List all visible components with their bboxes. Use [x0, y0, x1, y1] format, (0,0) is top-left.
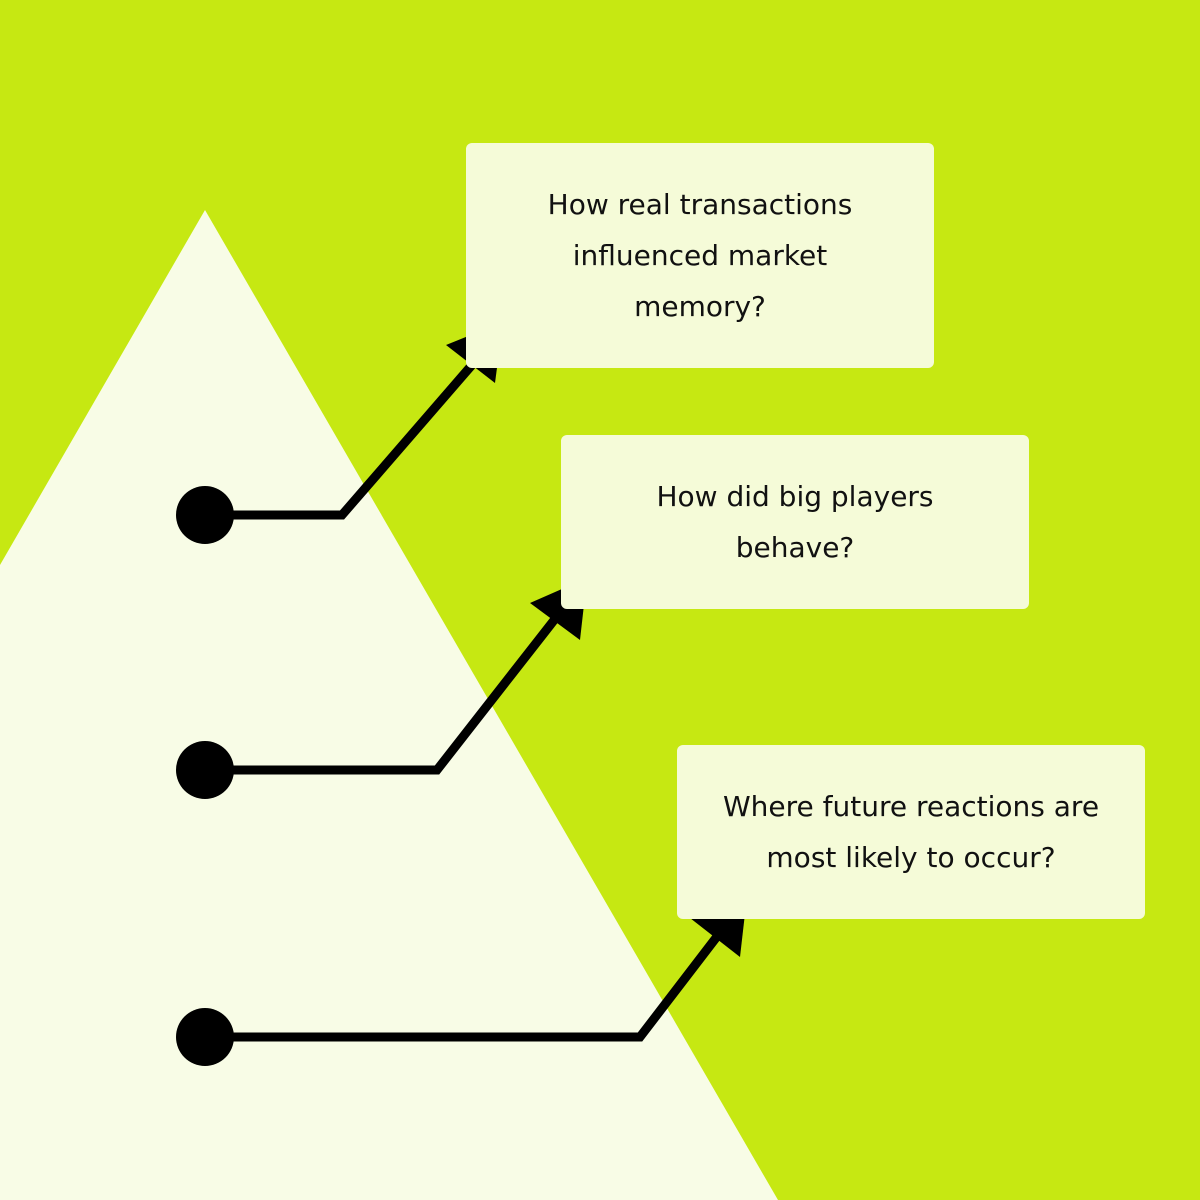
bullet-dot [176, 1008, 234, 1066]
question-text: How real transactions influenced market … [547, 188, 853, 323]
bullet-dot [176, 486, 234, 544]
bullet-dot [176, 741, 234, 799]
question-box-1: How real transactions influenced market … [466, 143, 934, 368]
question-box-3: Where future reactions are most likely t… [677, 745, 1145, 919]
pyramid-triangle [0, 210, 778, 1200]
question-text: How did big players behave? [656, 480, 934, 564]
question-box-2: How did big players behave? [561, 435, 1029, 609]
question-text: Where future reactions are most likely t… [722, 790, 1100, 874]
